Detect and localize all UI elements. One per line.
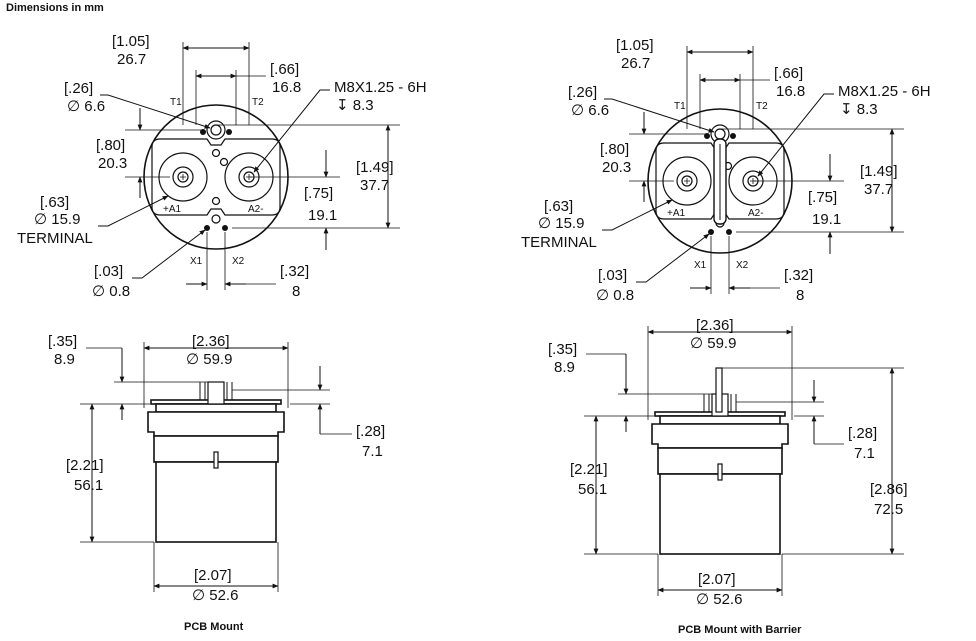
dim-149-in: [1.49] <box>356 159 394 176</box>
dim-149-mm: 37.7 <box>864 181 893 198</box>
thread-spec: M8X1.25 - 6H <box>334 79 427 96</box>
dim-32-in: [.32] <box>280 263 309 280</box>
dim-105-in: [1.05] <box>112 33 150 50</box>
dim-28-in: [.28] <box>848 425 877 442</box>
dim-75-mm: 19.1 <box>812 211 841 228</box>
pin-x1-label: X1 <box>190 256 203 267</box>
dim-286-mm: 72.5 <box>874 501 903 518</box>
barrier-side <box>715 367 723 413</box>
dim-66-in: [.66] <box>774 65 803 82</box>
dim-236-mm: ∅ 59.9 <box>186 351 232 368</box>
dim-32-mm: 8 <box>796 287 804 304</box>
dim-26-in: [.26] <box>64 80 93 97</box>
terminal-label: TERMINAL <box>521 234 597 251</box>
dim-80-mm: 20.3 <box>602 159 631 176</box>
dim-63-in: [.63] <box>40 194 69 211</box>
dim-207-in: [2.07] <box>194 567 232 584</box>
dim-236-mm: ∅ 59.9 <box>690 335 736 352</box>
caption-pcb-mount-barrier: PCB Mount with Barrier <box>678 624 802 636</box>
dim-26-in: [.26] <box>568 84 597 101</box>
dim-32-mm: 8 <box>292 283 300 300</box>
dim-03-mm: ∅ 0.8 <box>596 287 634 304</box>
dim-03-in: [.03] <box>94 263 123 280</box>
dim-35-mm: 8.9 <box>54 351 75 368</box>
dim-80-in: [.80] <box>600 141 629 158</box>
thread-depth: ↧ 8.3 <box>336 97 374 114</box>
pin-x1-label: X1 <box>694 260 707 271</box>
dim-35-mm: 8.9 <box>554 359 575 376</box>
dim-221-in: [2.21] <box>66 457 104 474</box>
dim-28-mm: 7.1 <box>854 445 875 462</box>
dim-236-in: [2.36] <box>192 333 230 350</box>
pin-t2-label: T2 <box>252 97 264 108</box>
dim-03-mm: ∅ 0.8 <box>92 283 130 300</box>
dim-35-in: [.35] <box>548 341 577 358</box>
dim-66-in: [.66] <box>270 61 299 78</box>
dim-66-mm: 16.8 <box>272 79 301 96</box>
dim-236-in: [2.36] <box>696 317 734 334</box>
dim-63-in: [.63] <box>544 198 573 215</box>
dim-28-mm: 7.1 <box>362 443 383 460</box>
thread-depth: ↧ 8.3 <box>840 101 878 118</box>
pcb-mount-barrier-view: T1 T2 X1 X2 +A1 A2- [1.05] 26.7 [.66] 16… <box>521 37 931 608</box>
page-title: Dimensions in mm <box>6 2 104 14</box>
dim-03-in: [.03] <box>598 267 627 284</box>
pin-a2-label: A2- <box>748 208 764 219</box>
pin-a1-label: +A1 <box>163 204 182 215</box>
dim-75-in: [.75] <box>808 189 837 206</box>
pin-t1-label: T1 <box>674 101 686 112</box>
dim-35-in: [.35] <box>48 333 77 350</box>
caption-pcb-mount: PCB Mount <box>184 621 244 633</box>
dim-66-mm: 16.8 <box>776 83 805 100</box>
pin-t2-label: T2 <box>756 101 768 112</box>
dim-80-in: [.80] <box>96 137 125 154</box>
pin-a2-label: A2- <box>248 204 264 215</box>
thread-spec: M8X1.25 - 6H <box>838 83 931 100</box>
dim-75-in: [.75] <box>304 185 333 202</box>
dim-32-in: [.32] <box>784 267 813 284</box>
dim-63-mm: ∅ 15.9 <box>538 215 584 232</box>
dim-207-mm: ∅ 52.6 <box>192 587 238 604</box>
dim-75-mm: 19.1 <box>308 207 337 224</box>
dim-26-mm: ∅ 6.6 <box>67 98 105 115</box>
dim-207-in: [2.07] <box>698 571 736 588</box>
dim-221-mm: 56.1 <box>74 477 103 494</box>
dim-149-in: [1.49] <box>860 163 898 180</box>
pin-t1-label: T1 <box>170 97 182 108</box>
dim-80-mm: 20.3 <box>98 155 127 172</box>
dim-207-mm: ∅ 52.6 <box>696 591 742 608</box>
pin-x2-label: X2 <box>736 260 749 271</box>
dim-105-in: [1.05] <box>616 37 654 54</box>
pcb-mount-view: T1 T2 X1 X2 +A1 A2- [1.05] 26.7 [.66] 16… <box>17 33 427 604</box>
dim-149-mm: 37.7 <box>360 177 389 194</box>
dim-26-mm: ∅ 6.6 <box>571 102 609 119</box>
dim-221-in: [2.21] <box>570 461 608 478</box>
pin-a1-label: +A1 <box>667 208 686 219</box>
pin-x2-label: X2 <box>232 256 245 267</box>
terminal-label: TERMINAL <box>17 230 93 247</box>
dim-105-mm: 26.7 <box>621 55 650 72</box>
dim-105-mm: 26.7 <box>117 51 146 68</box>
dim-28-in: [.28] <box>356 423 385 440</box>
dim-286-in: [2.86] <box>870 481 908 498</box>
dim-63-mm: ∅ 15.9 <box>34 211 80 228</box>
dim-221-mm: 56.1 <box>578 481 607 498</box>
